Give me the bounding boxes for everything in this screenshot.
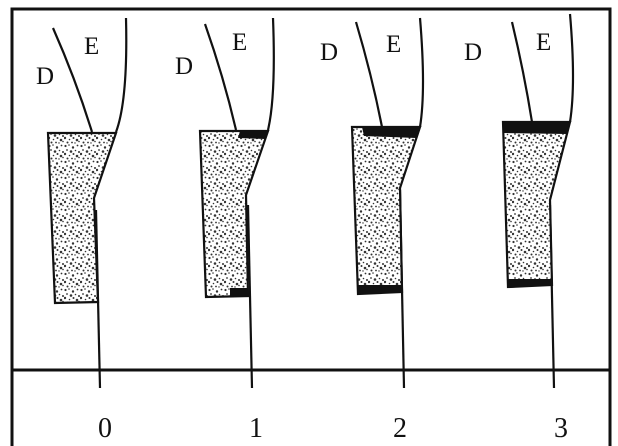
stage-1-number: 1 (249, 413, 263, 444)
stage-0-inner-layer-line-e (116, 18, 126, 132)
stage-3-tissue-block (503, 122, 570, 287)
stage-1-label-d: D (175, 53, 193, 80)
stage-3-figure (503, 14, 573, 388)
stage-0-label-d: D (36, 63, 54, 90)
stage-3-outer-layer-line-d (512, 22, 532, 122)
stage-2-outer-layer-line-d (356, 22, 382, 127)
stage-2-figure (352, 18, 423, 388)
stage-1-dark-band-top (238, 131, 268, 139)
stage-0-figure (48, 18, 126, 388)
stage-3-inner-layer-line-e (570, 14, 573, 122)
stage-0-label-e: E (84, 33, 99, 60)
stage-3-number: 3 (554, 413, 568, 444)
stage-3-dark-band-top (503, 122, 570, 134)
stage-2-label-e: E (386, 31, 401, 58)
stage-3-label-e: E (536, 29, 551, 56)
stage-1-figure (200, 18, 274, 388)
stage-0-number: 0 (98, 413, 112, 444)
stage-1-label-e: E (232, 29, 247, 56)
stage-3-label-d: D (464, 39, 482, 66)
stage-1-inner-layer-line-e (268, 18, 274, 130)
stage-2-number: 2 (393, 413, 407, 444)
stage-2-inner-layer-line-e (420, 18, 423, 127)
stage-2-label-d: D (320, 39, 338, 66)
stage-1-tissue-block (200, 131, 268, 297)
stage-0-tissue-block (48, 133, 116, 303)
stage-1-dark-band-bottom (230, 288, 248, 297)
stage-2-tissue-block (352, 127, 420, 294)
